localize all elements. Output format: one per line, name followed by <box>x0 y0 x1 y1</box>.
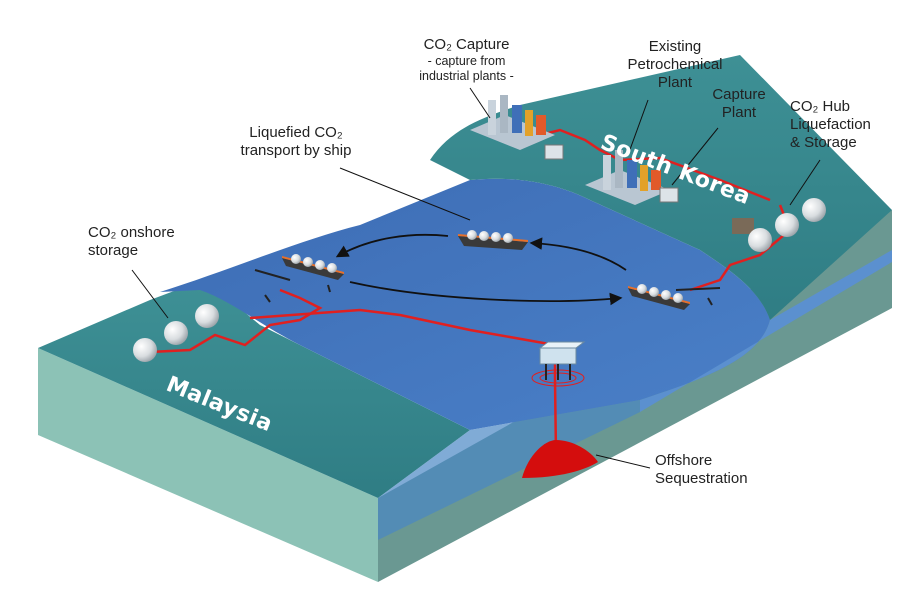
hub-line-3: & Storage <box>790 134 857 151</box>
sequestration-pipeline <box>249 308 558 456</box>
hub-line-2: Liquefaction <box>790 116 871 133</box>
jetties <box>254 269 721 306</box>
lng-ship-icon-right <box>628 284 690 310</box>
onshore-line-1: CO₂ onshore <box>88 224 175 241</box>
co2-capture-label: CO₂ Capture - capture from industrial pl… <box>404 36 529 84</box>
capture-unit-2 <box>659 187 679 203</box>
industrial-plant-icon-2 <box>585 150 670 205</box>
malaysia-storage-tanks <box>133 304 219 362</box>
reservoir-icon <box>522 440 598 478</box>
petrochem-line-3: Plant <box>657 74 693 91</box>
block-front-face <box>38 348 378 582</box>
lng-ship-icon-left <box>282 254 344 280</box>
capture-unit-1 <box>544 144 564 160</box>
offshore-sequestration-label: Offshore Sequestration <box>655 452 748 488</box>
seabed-strip <box>378 400 640 540</box>
coastal-shelf <box>640 250 892 412</box>
route-arrow-to-center <box>529 237 627 271</box>
hub-line-1: CO₂ Hub <box>790 98 851 115</box>
petrochem-line-2: Petrochemical <box>627 56 723 73</box>
onshore-line-2: storage <box>88 242 139 259</box>
co2-hub-label: CO₂ Hub Liquefaction & Storage <box>790 98 871 152</box>
sea-surface <box>160 178 770 430</box>
offshore-line-2: Sequestration <box>655 470 748 487</box>
ship-transport-label: Liquefied CO₂ transport by ship <box>226 124 366 160</box>
co2-capture-title: CO₂ Capture <box>423 36 510 53</box>
capture-plant-line-1: Capture <box>712 86 766 103</box>
ship-line-1: Liquefied CO₂ <box>249 124 343 141</box>
co2-capture-sub-2: industrial plants - <box>419 69 514 83</box>
malaysia-pipeline <box>149 288 323 354</box>
industrial-plant-icon-1 <box>470 95 555 150</box>
offshore-platform-icon <box>531 341 586 387</box>
ship-line-2: transport by ship <box>240 142 352 159</box>
petrochemical-label: Existing Petrochemical Plant <box>620 38 730 92</box>
capture-plant-label: Capture Plant <box>704 86 774 122</box>
lng-ship-icon-center <box>458 230 528 250</box>
korea-storage-tanks <box>732 198 826 252</box>
capture-plant-line-2: Plant <box>721 104 757 121</box>
route-arrow-to-malaysia <box>335 233 449 258</box>
petrochem-line-1: Existing <box>648 38 702 55</box>
leader-lines <box>131 87 821 319</box>
route-arrow-from-malaysia <box>349 281 623 306</box>
co2-capture-sub-1: - capture from <box>427 54 506 68</box>
onshore-storage-label: CO₂ onshore storage <box>88 224 175 260</box>
offshore-line-1: Offshore <box>655 452 713 469</box>
